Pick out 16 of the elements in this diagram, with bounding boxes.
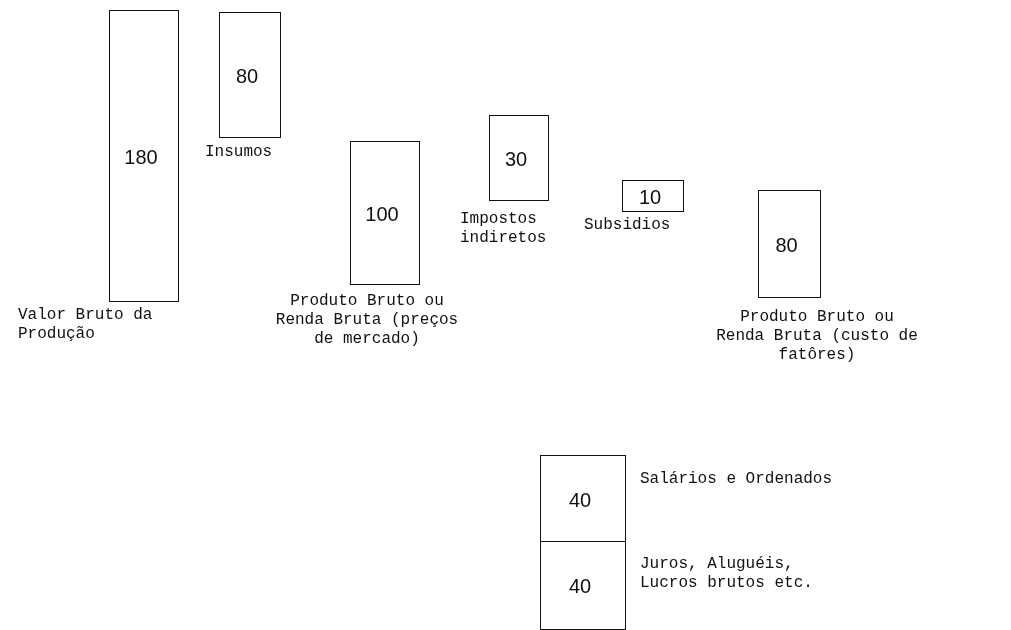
value-number: 40: [568, 575, 592, 598]
value-caption: Valor Bruto da Produção: [18, 306, 154, 344]
value-number: 80: [775, 233, 798, 257]
value-caption: Salários e Ordenados: [640, 470, 834, 489]
value-caption: Produto Bruto ou Renda Bruta (preços de mercado): [274, 292, 460, 349]
value-number: 180: [124, 145, 158, 169]
value-number: 30: [504, 147, 528, 171]
value-caption: Produto Bruto ou Renda Bruta (custo de fatôres): [715, 308, 919, 365]
value-number: 10: [638, 185, 662, 209]
value-caption: Juros, Aluguéis, Lucros brutos etc.: [640, 555, 814, 593]
value-caption: Impostos indiretos: [460, 210, 548, 248]
value-number: 40: [568, 488, 592, 512]
value-number: 100: [365, 202, 399, 226]
value-caption: Subsidios: [584, 216, 672, 235]
value-caption: Insumos: [205, 143, 274, 162]
value-number: 80: [235, 64, 259, 88]
